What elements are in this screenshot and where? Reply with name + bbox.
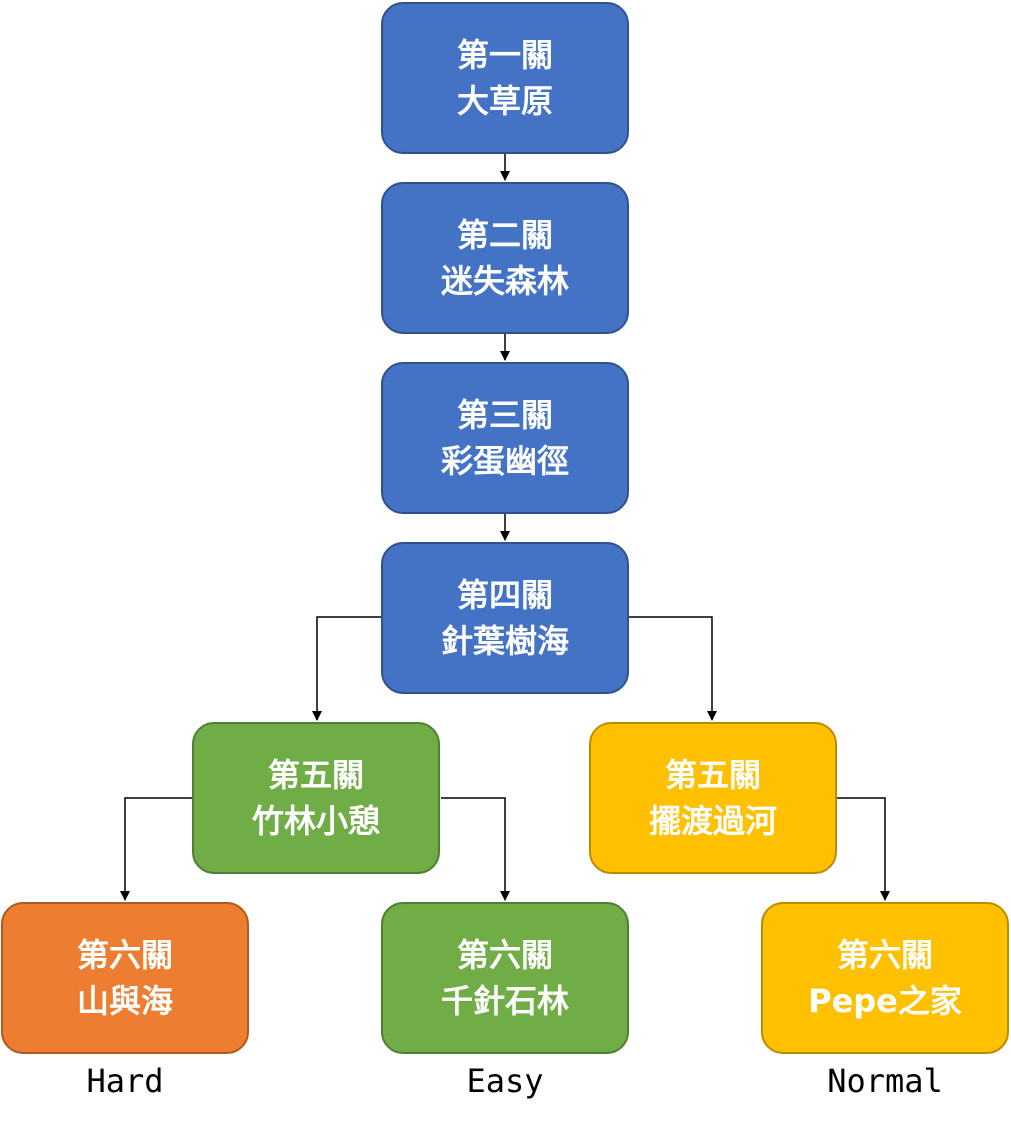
node-stage-name: 竹林小憩 [251, 802, 380, 840]
node-stage-label: 第一關 [456, 36, 553, 74]
node-stage-label: 第六關 [76, 936, 173, 974]
node-stage4: 第四關 針葉樹海 [381, 542, 629, 694]
node-stage5b: 第五關 擺渡過河 [589, 722, 837, 874]
node-stage3: 第三關 彩蛋幽徑 [381, 362, 629, 514]
node-stage-label: 第五關 [267, 756, 364, 794]
edge-stage4-stage5b [629, 616, 717, 721]
node-stage5a: 第五關 竹林小憩 [192, 722, 440, 874]
caption-hard: Hard [86, 1062, 164, 1100]
node-stage-name: 針葉樹海 [440, 622, 569, 660]
node-stage-name: 大草原 [456, 82, 553, 120]
node-stage-label: 第三關 [456, 396, 553, 434]
edge-stage4-stage5a [312, 616, 381, 721]
node-stage-label: 第六關 [836, 936, 933, 974]
node-stage-name: 迷失森林 [440, 262, 569, 300]
caption-normal: Normal [827, 1062, 943, 1100]
node-stage1: 第一關 大草原 [381, 2, 629, 154]
node-stage6c: 第六關 Pepe之家 [761, 902, 1009, 1054]
node-stage2: 第二關 迷失森林 [381, 182, 629, 334]
node-stage-label: 第二關 [456, 216, 553, 254]
edge-stage5a-stage6b [441, 797, 510, 901]
node-stage-label: 第六關 [456, 936, 553, 974]
node-stage-name: 彩蛋幽徑 [440, 442, 569, 480]
node-stage-label: 第五關 [664, 756, 761, 794]
node-stage-name: Pepe之家 [808, 982, 962, 1020]
edge-stage5a-stage6a [120, 797, 192, 901]
node-stage-name: 千針石林 [440, 982, 569, 1020]
node-stage-label: 第四關 [456, 576, 553, 614]
node-stage-name: 擺渡過河 [648, 802, 777, 840]
edge-stage5b-stage6c [837, 797, 890, 901]
node-stage6a: 第六關 山與海 [1, 902, 249, 1054]
caption-easy: Easy [466, 1062, 544, 1100]
node-stage6b: 第六關 千針石林 [381, 902, 629, 1054]
node-stage-name: 山與海 [76, 982, 173, 1020]
